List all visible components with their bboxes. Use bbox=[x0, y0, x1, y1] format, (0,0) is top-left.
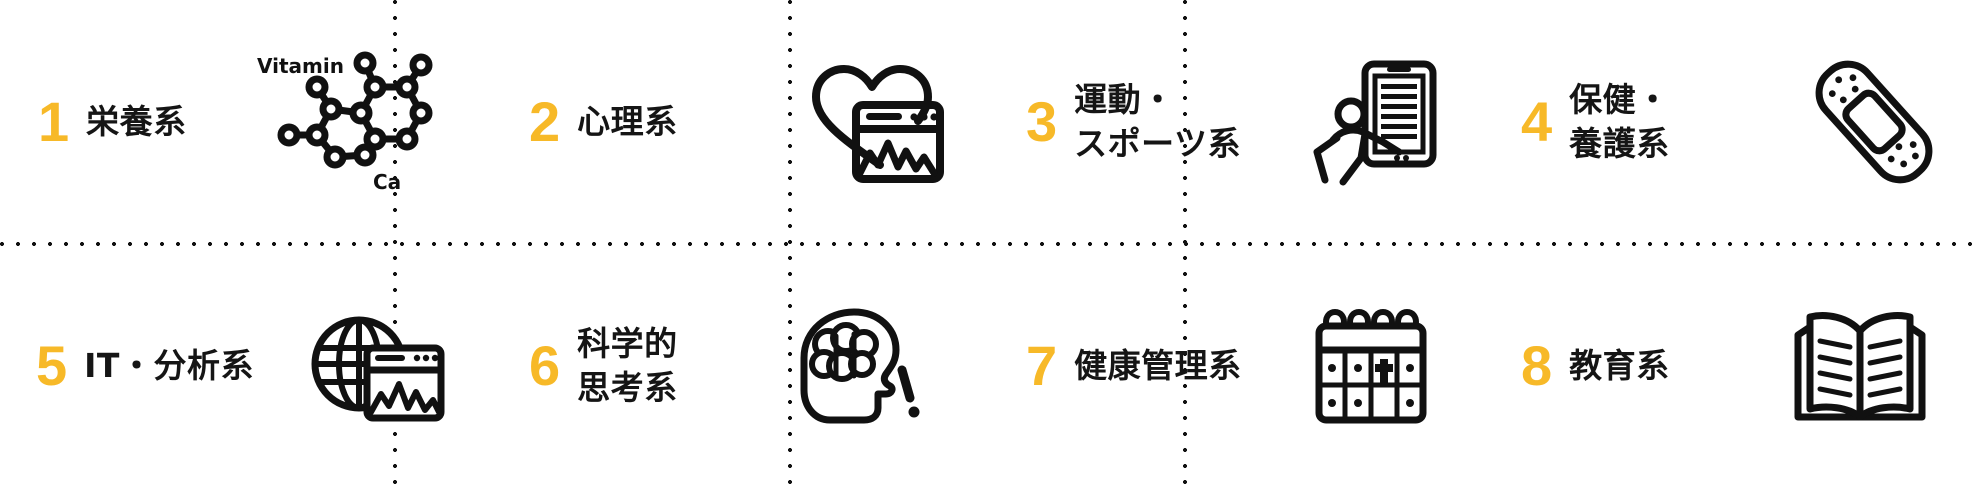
category-title-7: 健康管理系 bbox=[1074, 346, 1242, 386]
category-label-group-4: 4 保健・ 養護系 bbox=[1521, 78, 1670, 165]
category-cell-6[interactable]: 6 科学的 思考系 bbox=[495, 244, 990, 488]
calendar-health-icon bbox=[1313, 308, 1431, 424]
category-cell-8[interactable]: 8 教育系 bbox=[1485, 244, 1980, 488]
category-number-6: 6 bbox=[529, 334, 560, 397]
category-label-group-5: 5 IT・分析系 bbox=[36, 338, 254, 394]
category-number-5: 5 bbox=[36, 334, 67, 397]
molecule-icon: Vitamin Ca bbox=[255, 47, 433, 197]
category-title-6: 科学的 思考系 bbox=[577, 324, 678, 407]
open-book-icon bbox=[1792, 305, 1928, 427]
category-title-3: 運動・ スポーツ系 bbox=[1074, 80, 1241, 163]
category-cell-1[interactable]: 1 栄養系 Vitamin Ca bbox=[0, 0, 495, 244]
category-cell-3[interactable]: 3 運動・ スポーツ系 bbox=[990, 0, 1485, 244]
molecule-label-bottom: Ca bbox=[373, 170, 401, 194]
head-brain-icon bbox=[792, 306, 920, 426]
category-cell-7[interactable]: 7 健康管理系 bbox=[990, 244, 1485, 488]
category-label-group-7: 7 健康管理系 bbox=[1026, 338, 1242, 394]
category-label-group-2: 2 心理系 bbox=[529, 94, 678, 150]
category-number-1: 1 bbox=[38, 90, 69, 153]
category-title-4: 保健・ 養護系 bbox=[1569, 80, 1670, 163]
category-number-2: 2 bbox=[529, 90, 560, 153]
category-number-4: 4 bbox=[1521, 90, 1552, 153]
category-label-group-1: 1 栄養系 bbox=[38, 94, 187, 150]
category-number-7: 7 bbox=[1026, 334, 1057, 397]
category-number-8: 8 bbox=[1521, 334, 1552, 397]
category-cell-4[interactable]: 4 保健・ 養護系 bbox=[1485, 0, 1980, 244]
running-person-tablet-icon bbox=[1307, 58, 1439, 186]
category-label-group-6: 6 科学的 思考系 bbox=[529, 322, 678, 409]
category-title-8: 教育系 bbox=[1569, 346, 1670, 386]
category-number-3: 3 bbox=[1026, 90, 1057, 153]
globe-chart-window-icon bbox=[311, 308, 445, 424]
bandage-icon bbox=[1810, 57, 1938, 187]
category-cell-5[interactable]: 5 IT・分析系 bbox=[0, 244, 495, 488]
category-title-1: 栄養系 bbox=[86, 102, 187, 142]
category-title-2: 心理系 bbox=[577, 102, 678, 142]
category-label-group-8: 8 教育系 bbox=[1521, 338, 1670, 394]
heart-chart-window-icon bbox=[806, 61, 948, 183]
category-label-group-3: 3 運動・ スポーツ系 bbox=[1026, 78, 1241, 165]
molecule-label-top: Vitamin bbox=[257, 54, 344, 78]
category-cell-2[interactable]: 2 心理系 bbox=[495, 0, 990, 244]
category-title-5: IT・分析系 bbox=[84, 346, 254, 386]
